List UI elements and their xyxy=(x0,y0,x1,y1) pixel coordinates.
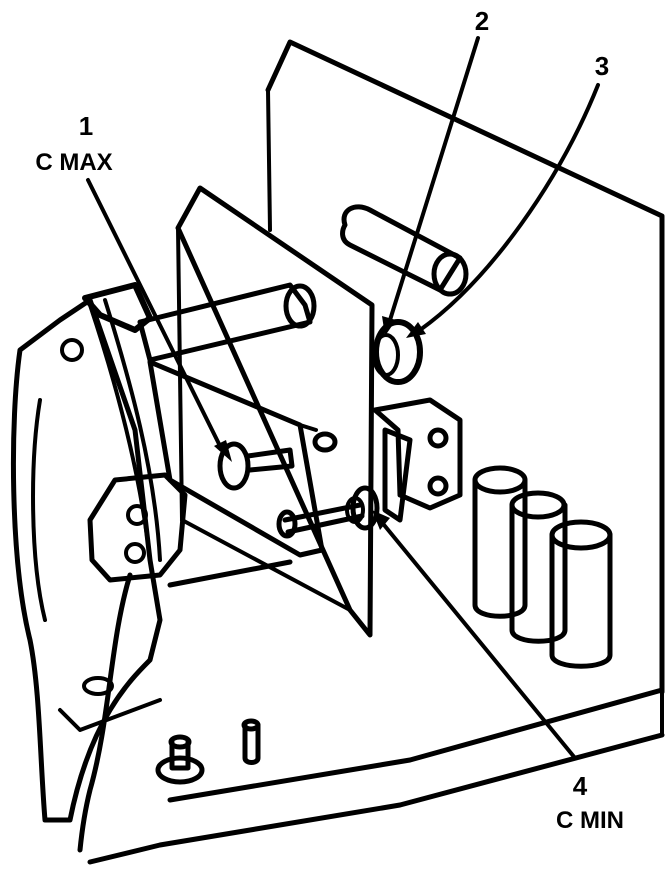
rear-rod xyxy=(340,204,469,297)
floor-studs xyxy=(155,718,261,785)
front-rod xyxy=(137,282,317,363)
leader-arrow-1 xyxy=(214,440,232,462)
leader-line-2 xyxy=(388,36,480,322)
support-block xyxy=(372,397,463,523)
cylinder-3 xyxy=(549,519,613,669)
leader-line-1 xyxy=(86,178,224,452)
c-max-knob xyxy=(217,441,295,491)
back-panel xyxy=(265,39,665,695)
leader-line-3 xyxy=(418,83,600,332)
callout-4: 4 C MIN xyxy=(556,771,624,834)
callout-2: 2 xyxy=(475,6,489,36)
callout-4-label: C MIN xyxy=(556,807,624,834)
callout-4-number: 4 xyxy=(573,771,588,801)
callout-1: 1 C MAX xyxy=(35,111,112,176)
leader-arrow-2 xyxy=(382,316,396,336)
leader-lines xyxy=(86,36,600,760)
leader-line-4 xyxy=(378,518,577,760)
callout-1-label: C MAX xyxy=(35,149,112,176)
callout-3-number: 3 xyxy=(595,51,609,81)
cable xyxy=(77,572,133,853)
cylinder-2 xyxy=(509,490,568,644)
callout-3: 3 xyxy=(595,51,609,81)
bearing-washer xyxy=(372,319,423,385)
dial-bracket xyxy=(87,472,188,583)
capacitor-cylinders xyxy=(472,465,613,669)
leader-arrow-4 xyxy=(372,510,390,530)
cylinder-1 xyxy=(472,465,528,619)
front-plate xyxy=(175,185,375,638)
rotor-plate xyxy=(147,359,325,558)
c-min-collar xyxy=(345,485,380,531)
callout-1-number: 1 xyxy=(79,111,93,141)
dial-housing xyxy=(10,282,163,823)
callout-2-number: 2 xyxy=(475,6,489,36)
leader-arrow-3 xyxy=(406,322,426,338)
